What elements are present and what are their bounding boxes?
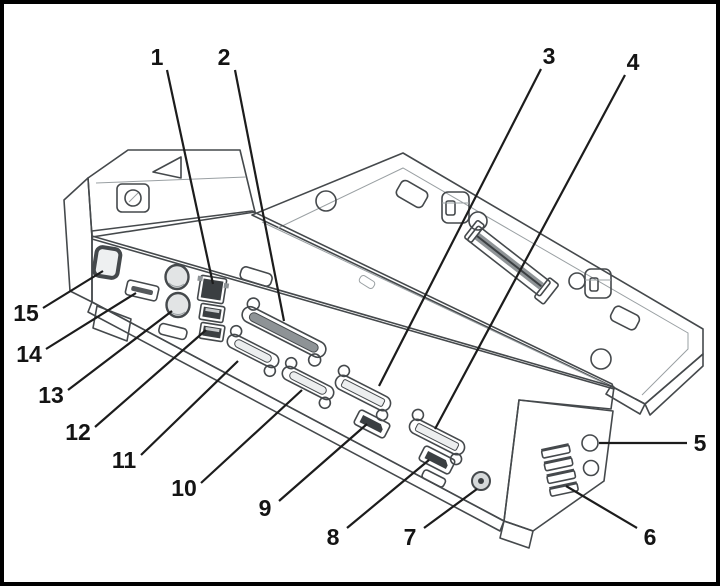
vga-port-upper (226, 324, 280, 378)
leader-line-dvi-port-upper (378, 68, 542, 387)
leader-line-displayport-upper (278, 423, 368, 502)
callout-number-9-displayport-upper: 9 (259, 495, 272, 521)
port-cluster (91, 245, 491, 491)
audio-jacks (581, 434, 600, 477)
tray-right-edge (644, 353, 704, 416)
callout-number-2-parallel-port: 2 (218, 44, 231, 70)
docking-hook (568, 268, 612, 299)
callout-number-3-dvi-port-upper: 3 (543, 43, 556, 69)
square-connector-port (91, 245, 123, 280)
dvi-port-lower (408, 408, 466, 466)
alignment-post (315, 190, 337, 212)
side-usb-stack (540, 443, 579, 497)
alignment-post (468, 211, 488, 231)
leader-line-parallel-port (233, 69, 286, 322)
callout-number-7-power-jack: 7 (404, 524, 417, 550)
leader-line-dvi-port-lower (434, 74, 626, 430)
callout-number-6-side-usb-ports: 6 (644, 524, 657, 550)
displayport-upper (353, 409, 391, 439)
callout-number-13-round-connector: 13 (38, 382, 64, 408)
tray-slot (395, 179, 429, 209)
slim-card-slot (124, 279, 160, 302)
leader-line-vga-port-upper (140, 360, 239, 456)
panel-tab (158, 322, 188, 341)
right-end-cap (499, 399, 614, 549)
round-connectors (164, 263, 191, 319)
callout-number-5-audio-jack: 5 (694, 430, 707, 456)
power-jack (471, 471, 491, 491)
callout-number-14-slim-card-slot: 14 (16, 341, 42, 367)
callout-number-11-vga-port-upper: 11 (112, 447, 137, 473)
base-lip (87, 301, 505, 532)
vga-port-lower (281, 356, 335, 410)
usb-ports (198, 302, 226, 343)
foot (499, 520, 534, 549)
dvi-port-upper (334, 364, 392, 422)
displayport-lower (418, 445, 456, 475)
leader-line-power-jack (423, 488, 478, 529)
leader-line-vga-port-lower (200, 389, 303, 484)
network-port (196, 274, 230, 305)
callout-number-1-network-port: 1 (151, 44, 164, 70)
dock-illustration (63, 149, 704, 549)
leader-line-square-connector-port (42, 270, 104, 309)
leader-line-slim-card-slot (45, 292, 137, 350)
docking-connector (464, 219, 559, 305)
tray-slot (609, 305, 641, 331)
callout-number-4-dvi-port-lower: 4 (627, 49, 640, 75)
alignment-arrow-icon (152, 156, 182, 179)
eject-button-icon (116, 183, 150, 213)
leader-line-side-usb-ports (565, 485, 638, 529)
leader-line-displayport-lower (346, 459, 430, 529)
alignment-post (590, 348, 612, 370)
leader-line-usb-ports (94, 329, 207, 428)
callout-number-10-vga-port-lower: 10 (171, 475, 197, 501)
panel-tab (421, 469, 447, 488)
callout-number-15-square-connector-port: 15 (13, 300, 39, 326)
foot (92, 305, 132, 342)
callout-number-8-displayport-lower: 8 (327, 524, 340, 550)
leader-line-network-port (165, 69, 215, 285)
leader-line-round-connector (67, 310, 173, 391)
tray-front-edge (605, 385, 646, 415)
left-module (63, 149, 256, 303)
callout-number-12-usb-ports: 12 (65, 419, 91, 445)
parallel-port (241, 297, 327, 367)
laptop-tray (251, 152, 704, 416)
